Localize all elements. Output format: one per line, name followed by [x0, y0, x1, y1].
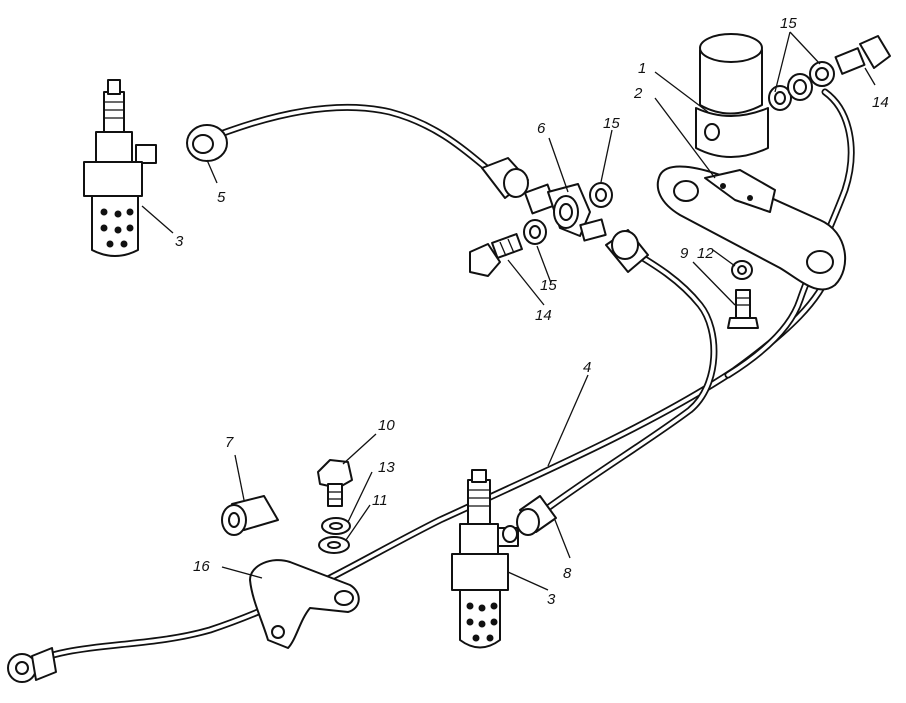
callout-13: 13: [378, 459, 395, 476]
callout-12: 12: [697, 245, 714, 262]
leader-lines: [141, 31, 876, 591]
callout-2: 2: [633, 85, 643, 102]
union-nut-upper: [481, 157, 529, 199]
banjo-bolt-14-left: [469, 219, 547, 277]
filter-1: [695, 33, 769, 158]
callout-3-top: 3: [175, 233, 184, 250]
injector-top-left: [83, 79, 157, 257]
callout-labels: 1 2 3 3 4 5 6 7 8 9 10 11 12 13 14 14 15…: [175, 15, 889, 608]
callout-11: 11: [372, 492, 388, 509]
bolt-10: [317, 459, 353, 507]
callout-1: 1: [638, 60, 646, 77]
callout-7: 7: [225, 434, 234, 451]
callout-5: 5: [217, 189, 226, 206]
bolt-9: [727, 289, 759, 329]
washers-15-top: [768, 61, 835, 111]
callout-14-top: 14: [872, 94, 889, 111]
callout-15-left: 15: [540, 277, 557, 294]
callout-15-top: 15: [780, 15, 797, 32]
callout-10: 10: [378, 417, 395, 434]
callout-14-left: 14: [535, 307, 552, 324]
bracket-2: [656, 165, 847, 291]
callout-6: 6: [537, 120, 546, 137]
lock-washer-12: [731, 260, 753, 280]
union-nut-8: [502, 495, 557, 543]
washer-11: [318, 536, 350, 554]
callout-4: 4: [583, 359, 591, 376]
callout-3-bottom: 3: [547, 591, 556, 608]
rubber-sleeve-7: [221, 495, 279, 536]
pipe-8: [541, 246, 718, 514]
pipe-clamp-16: [249, 559, 360, 649]
banjo-bolt-14-top: [834, 35, 891, 75]
washer-13: [321, 517, 351, 535]
union-nut-5: [186, 124, 228, 162]
tee-fitting-6: [523, 183, 607, 242]
callout-8: 8: [563, 565, 572, 582]
callout-16: 16: [193, 558, 210, 575]
union-nut-right: [605, 229, 649, 273]
union-nut-pipe-end: [7, 647, 57, 683]
washer-15-mid: [589, 182, 613, 208]
callout-15-mid: 15: [603, 115, 620, 132]
pipe-5: [201, 103, 499, 179]
callout-9: 9: [680, 245, 689, 262]
injector-bottom: [451, 469, 519, 649]
